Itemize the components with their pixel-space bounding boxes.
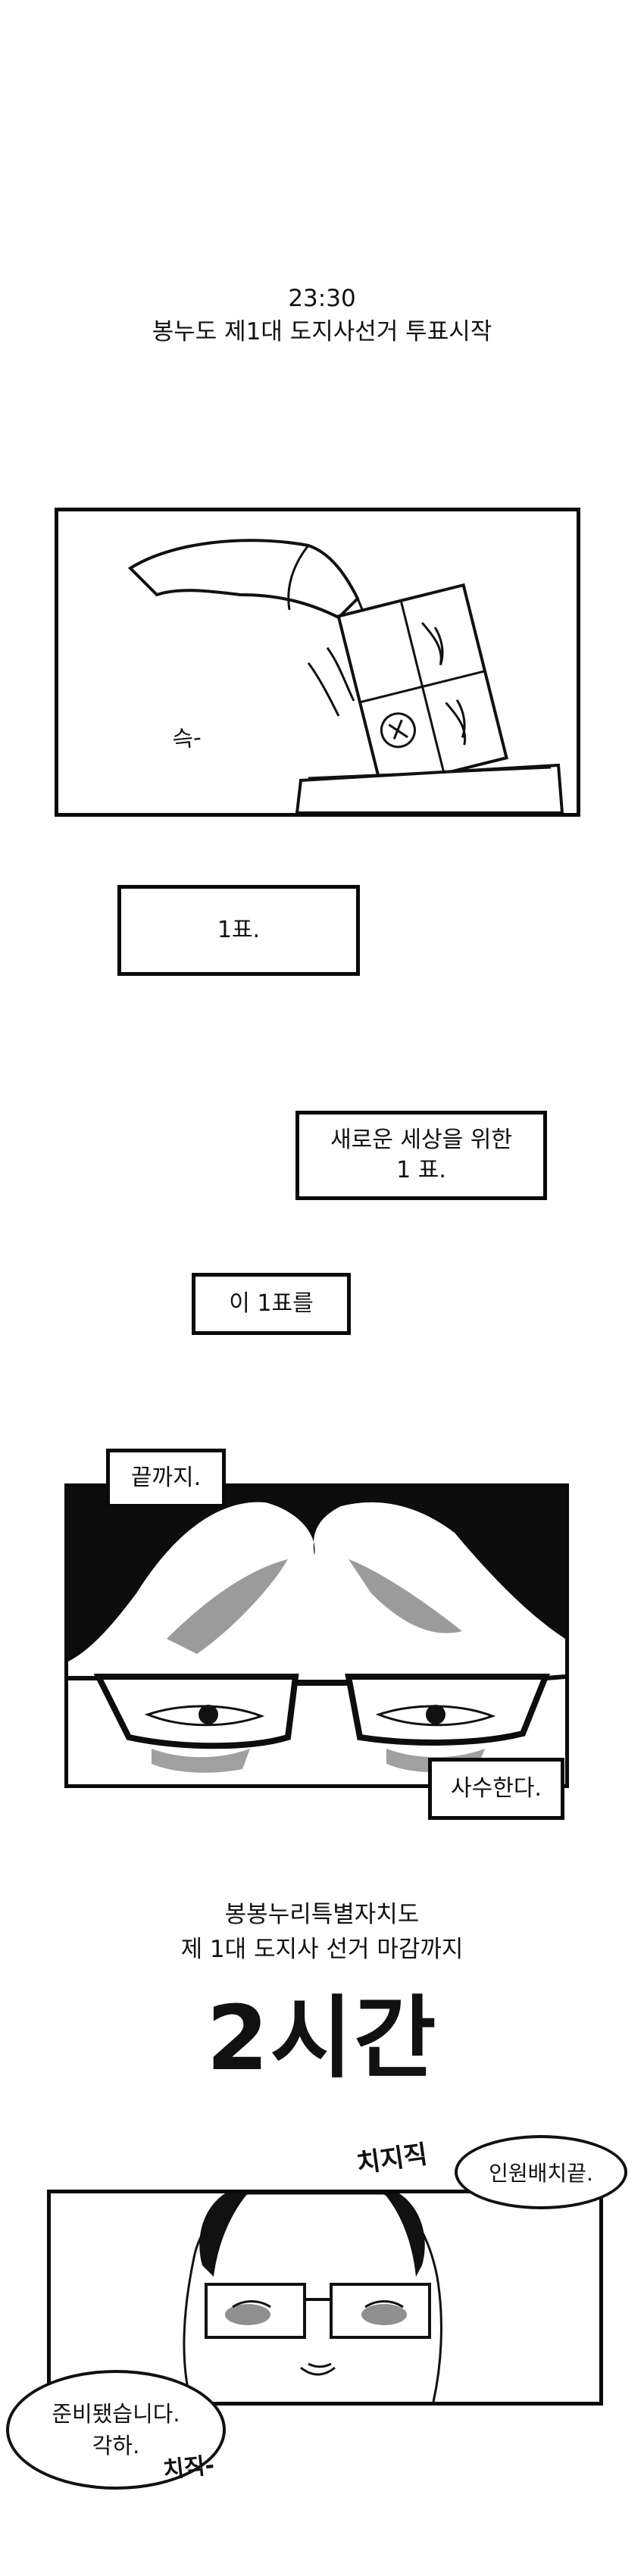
countdown-line1: 봉봉누리특별자치도 — [224, 1901, 420, 1928]
ballot-panel: 슥- — [55, 508, 580, 817]
caption-box-one-vote: 1표. — [117, 885, 360, 976]
countdown-big: 2시간 — [206, 1986, 438, 2090]
radio-static-sfx-top: 치지직 — [355, 2139, 430, 2180]
caption-this-vote: 이 1표를 — [229, 1290, 314, 1317]
ballot-drawing — [127, 539, 564, 813]
caption-till-end: 끝까지. — [130, 1465, 202, 1491]
speech-bubble-top: 인원배치끝. — [455, 2135, 627, 2209]
countdown-line2: 제 1대 도지사 선거 마감까지 — [180, 1936, 464, 1963]
caption-new-world-line1: 새로운 세상을 위한 — [330, 1127, 512, 1153]
radio-static-sfx-bottom: 치직- — [161, 2452, 216, 2484]
radio-drawing — [183, 2193, 442, 2402]
speech-bubble-bottom: 준비됐습니다. 각하. — [6, 2370, 226, 2490]
eyes-drawing — [68, 1487, 565, 1773]
caption-box-defend: 사수한다. — [428, 1758, 564, 1820]
caption-box-this-vote: 이 1표를 — [192, 1273, 351, 1335]
speech-ready: 준비됐습니다. — [52, 2401, 180, 2427]
swish-sfx: 슥- — [170, 724, 203, 754]
speech-sir: 각하. — [92, 2433, 140, 2459]
intro-caption: 봉누도 제1대 도지사선거 투표시작 — [152, 318, 492, 345]
radio-panel — [47, 2190, 603, 2406]
caption-defend: 사수한다. — [451, 1775, 542, 1802]
speech-deployment-done: 인원배치끝. — [489, 2161, 593, 2186]
caption-one-vote: 1표. — [217, 917, 261, 943]
caption-box-till-end: 끝까지. — [106, 1449, 226, 1508]
caption-new-world-line2: 1 표. — [396, 1157, 446, 1183]
caption-box-new-world: 새로운 세상을 위한 1 표. — [295, 1111, 547, 1200]
eyes-panel — [64, 1483, 569, 1788]
intro-time: 23:30 — [288, 285, 356, 312]
